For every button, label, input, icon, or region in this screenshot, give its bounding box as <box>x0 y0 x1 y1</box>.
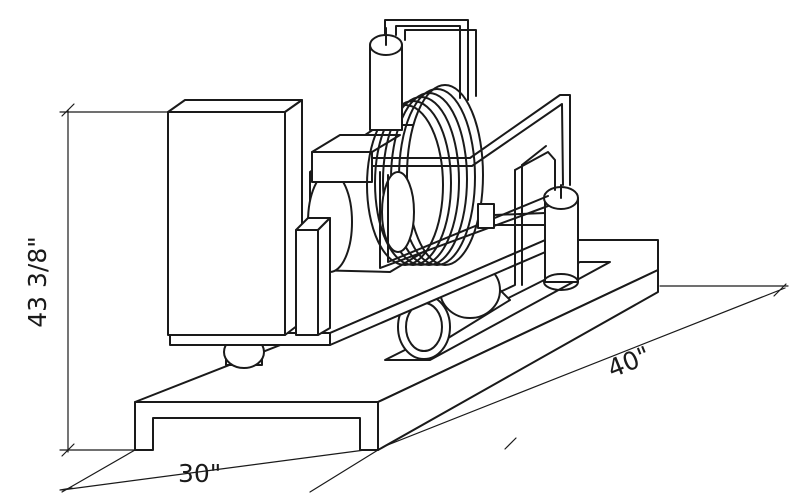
receiver-tank <box>543 184 579 291</box>
height-dimension-label: 43 3/8" <box>23 236 52 328</box>
control-cabinet <box>167 99 303 336</box>
support-post <box>295 217 331 336</box>
height-dimension: 43 3/8" <box>23 103 176 457</box>
depth-dimension-label: 40" <box>603 340 654 383</box>
width-dimension-label: 30" <box>178 459 221 488</box>
piping <box>371 19 571 293</box>
base-skid <box>134 239 659 451</box>
coil <box>366 84 484 266</box>
upper-tank <box>369 27 403 131</box>
width-dimension: 30" <box>59 447 381 493</box>
